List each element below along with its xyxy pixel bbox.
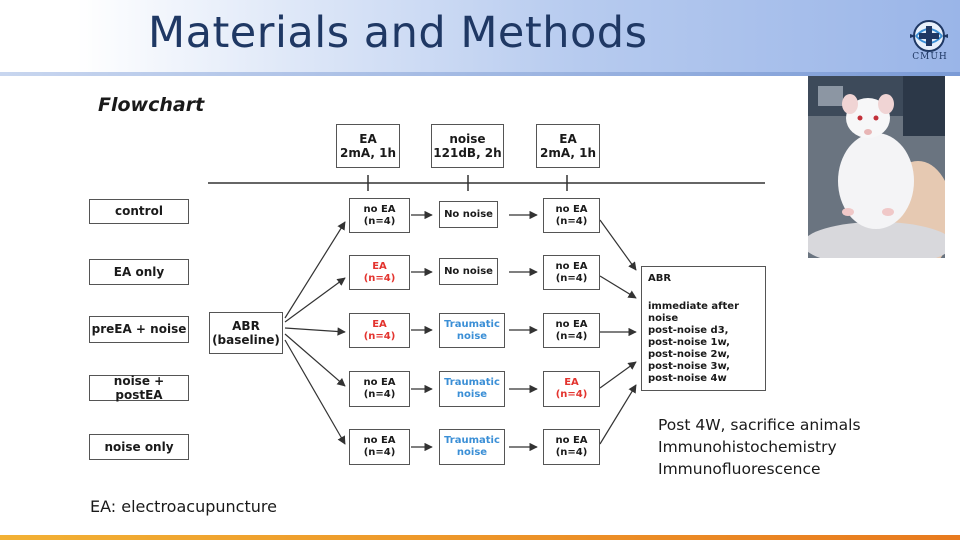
group-label-noise-only: noise only [89,434,189,460]
header-band [0,0,960,76]
cell-ea-only-noise: No noise [439,258,498,285]
abr-result-item: post-noise 3w, [648,361,730,372]
logo-text: CMUH [912,52,948,62]
slide-title: Materials and Methods [148,8,648,58]
flowchart-label: Flowchart [98,94,205,116]
cell-preea-noise-post: no EA(n=4) [543,313,600,348]
group-label-control: control [89,199,189,224]
group-label-preea-noise: preEA + noise [89,316,189,343]
abr-result-item: post-noise d3, [648,325,729,336]
cell-noise-only-post: no EA(n=4) [543,429,600,465]
abr-result-item: post-noise 2w, [648,349,730,360]
abr-result-title: ABR [648,273,672,284]
group-label-noise-postea: noise + postEA [89,374,189,402]
cell-control-post: no EA(n=4) [543,198,600,233]
footnote: EA: electroacupuncture [90,497,277,516]
cell-preea-noise-pre: EA(n=4) [349,313,410,348]
hospital-logo-icon [910,20,948,52]
cell-control-pre: no EA(n=4) [349,198,410,233]
abr-result-item: post-noise 1w, [648,337,730,348]
abr-result-item: immediate after noise [648,301,740,324]
abr-result-box: ABR immediate after noise post-noise d3,… [641,266,766,391]
cell-control-noise: No noise [439,201,498,228]
group-label-ea-only: EA only [89,259,189,285]
cell-noise-only-pre: no EA(n=4) [349,429,410,465]
footer-bar [0,535,960,540]
cell-ea-only-pre: EA(n=4) [349,255,410,290]
cell-ea-only-post: no EA(n=4) [543,255,600,290]
post-procedure-text: Post 4W, sacrifice animals Immunohistoch… [658,416,861,478]
rat-photo [808,76,945,258]
cell-noise-postea-post: EA(n=4) [543,371,600,407]
abr-baseline-box: ABR(baseline) [209,312,283,354]
abr-result-item: post-noise 4w [648,373,727,384]
cell-noise-postea-pre: no EA(n=4) [349,371,410,407]
header-underline [0,72,960,76]
